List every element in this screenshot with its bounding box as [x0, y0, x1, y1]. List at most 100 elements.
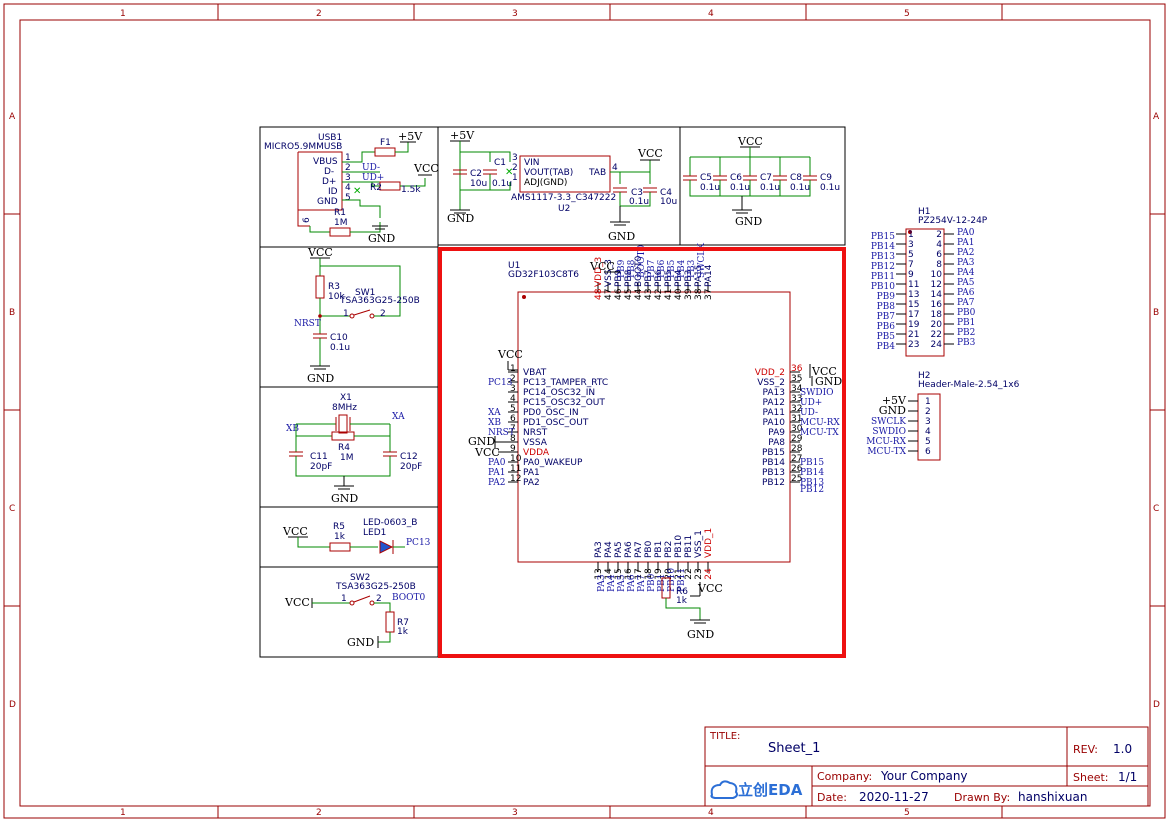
gnd-mcu-right: GND: [815, 375, 842, 388]
sw2-pin-2: 2: [376, 594, 382, 604]
mcu-top-net: SWCLK: [697, 243, 707, 278]
mcu-left-net: XA: [488, 408, 501, 418]
ldo-block: +5V GND C1 0.1u C2 10u VIN VOUT(TAB) ADJ…: [447, 129, 677, 243]
h1-net-right: PA0: [957, 228, 975, 238]
mcu-top-pin-num: 40: [674, 288, 684, 300]
c7-ref: C7: [760, 173, 772, 183]
row-label-d-left: D: [9, 700, 16, 710]
h1-pin-num-left: 17: [908, 310, 919, 320]
h1-net-left: PB7: [877, 312, 896, 322]
led-block: VCC R5 1k LED-0603_B LED1 PC13: [282, 518, 431, 554]
led1-value: LED-0603_B: [363, 518, 417, 528]
u2-part: AMS1117-3.3_C347222: [511, 193, 616, 203]
r5-ref: R5: [333, 522, 345, 532]
mcu-bottom-pin-name: PA5: [614, 541, 624, 558]
h2-part: Header-Male-2.54_1x6: [918, 380, 1020, 390]
c3-value: 0.1u: [629, 197, 649, 207]
c6-ref: C6: [730, 173, 742, 183]
sheet-frame: 1 2 3 4 5 1 2 3 4 5 A B C D A B C D: [3, 3, 1166, 819]
usb-pin-dplus: D+: [322, 177, 336, 187]
col-label-5-top: 5: [904, 9, 910, 19]
mcu-left-pin-name: PC14_OSC32_IN: [523, 388, 595, 398]
c8-value: 0.1u: [790, 183, 810, 193]
mcu-bottom-net: PA5: [617, 574, 627, 592]
r3-ref: R3: [328, 282, 340, 292]
row-label-c-right: C: [1153, 504, 1159, 514]
plus5v-usb: +5V: [398, 130, 423, 143]
h2-pin-num: 2: [925, 407, 931, 417]
sw1-ref: SW1: [355, 288, 375, 298]
u1-part: GD32F103C8T6: [508, 270, 579, 280]
c1-value: 0.1u: [492, 179, 512, 189]
mcu-bottom-pin-name: PB1: [654, 541, 664, 558]
mcu-right-pin-num: 31: [791, 414, 802, 424]
mcu-left-pin-name: PC13_TAMPER_RTC: [523, 378, 608, 388]
mcu-right-pin-name: PB12: [762, 478, 785, 488]
r4-ref: R4: [338, 443, 350, 453]
vcc-decoupling: VCC: [737, 135, 763, 148]
h1-net-left: PB13: [871, 252, 895, 262]
ldo-pin-num-1: 1: [512, 173, 518, 183]
mcu-bottom-pin-num: 24: [704, 568, 714, 580]
mcu-bottom-pin-num: 17: [634, 568, 644, 579]
vcc-usb: VCC: [413, 162, 439, 175]
net-nrst-reset: NRST: [294, 319, 321, 329]
col-label-3-bottom: 3: [512, 808, 518, 818]
mcu-bottom-pin-num: 22: [684, 568, 694, 579]
usb1-ref: USB1: [318, 133, 342, 143]
mcu-right-pin-name: PA11: [763, 408, 785, 418]
date-label: Date:: [817, 791, 847, 804]
mcu-top-net: PB3: [687, 259, 697, 278]
mcu-top-net: PB4: [677, 259, 687, 278]
usb-pin-dminus: D-: [324, 167, 334, 177]
net-ud-minus-usb: UD-: [362, 163, 380, 173]
mcu-bottom-pin-num: 14: [604, 568, 614, 580]
mcu-right-net: MCU-RX: [800, 418, 840, 428]
r5-value: 1k: [334, 532, 346, 542]
h1-net-right: PA3: [957, 258, 975, 268]
net-boot0-boot: BOOT0: [392, 593, 426, 603]
mcu-top-pin-name: PA15: [694, 265, 704, 287]
sheet-value: 1/1: [1118, 770, 1137, 784]
mcu-top-pin-name: VSS_3: [604, 259, 614, 287]
mcu-right-pin-num: 33: [791, 394, 802, 404]
c12-ref: C12: [400, 452, 418, 462]
eda-logo-text: 立创EDA: [738, 781, 803, 799]
r7-value: 1k: [397, 627, 409, 637]
mcu-bottom-net: PA3: [597, 574, 607, 592]
gnd-reset: GND: [307, 372, 334, 385]
boot-block: SW2 TSA363G25-250B VCC 1 2 BOOT0 R7 1k G…: [284, 573, 426, 649]
mcu-bottom-pin-name: PA4: [604, 541, 614, 558]
h1-pin-num-right: 8: [936, 260, 942, 270]
h1-pin-num-left: 3: [908, 240, 914, 250]
mcu-top-pin-name: BOOT0: [634, 255, 644, 287]
mcu-right-net: SWDIO: [800, 388, 834, 398]
c5-value: 0.1u: [700, 183, 720, 193]
mcu-left-pin-num: 10: [510, 454, 522, 464]
sw1-pin-1: 1: [343, 309, 349, 319]
gnd-mcu-bottom: GND: [687, 628, 714, 641]
mcu-top-pin-name: VDD_3: [594, 257, 604, 287]
mcu-right-pin-num: 27: [791, 454, 802, 464]
reset-block: VCC R3 10k SW1 TSA363G25-250B 1 2 NRST C…: [294, 246, 420, 385]
mcu-top-net: PB9: [617, 259, 627, 278]
mcu-right-pin-num: 35: [791, 374, 802, 384]
h1-net-left: PB6: [877, 322, 896, 332]
r7-ref: R7: [397, 618, 409, 628]
vout-noconnect-icon: ✕: [505, 167, 513, 178]
h2-pin-num: 1: [925, 397, 931, 407]
ldo-pin-num-2: 2: [512, 163, 518, 173]
h2-net: MCU-RX: [866, 437, 906, 447]
h1-pin-num-right: 20: [931, 320, 943, 330]
mcu-top-pin-num: 43: [644, 289, 654, 300]
h1-net-right: PB2: [957, 328, 975, 338]
mcu-right-pin-num: 28: [791, 444, 803, 454]
mcu-top-pin-name: PB4: [674, 269, 684, 287]
col-label-2-bottom: 2: [316, 808, 322, 818]
mcu-left-pin-num: 6: [510, 414, 516, 424]
r6-value: 1k: [676, 596, 688, 606]
ldo-pin-vin: VIN: [524, 158, 540, 168]
mcu-left-pin-name: PC15_OSC32_OUT: [523, 398, 605, 408]
row-label-c-left: C: [9, 504, 15, 514]
